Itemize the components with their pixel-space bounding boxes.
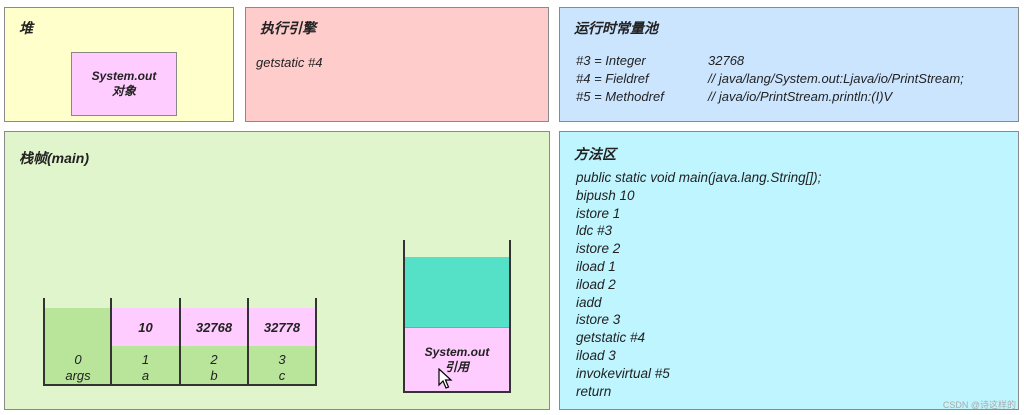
slot-index: 1 — [141, 352, 150, 367]
local-slot-label: 0 args — [45, 352, 111, 384]
table-border — [110, 298, 112, 386]
stack-frame-panel: 栈帧(main) 10 32768 32778 0 args 1 a 2 b 3… — [4, 131, 550, 410]
slot-name: b — [210, 368, 218, 383]
table-border — [43, 298, 45, 386]
method-area-panel: 方法区 public static void main(java.lang.St… — [559, 131, 1019, 410]
local-slot-index-bg — [111, 346, 316, 384]
stack-border — [403, 240, 405, 393]
table-border — [247, 298, 249, 386]
slot-index: 2 — [210, 352, 218, 367]
stack-frame-title: 栈帧(main) — [19, 150, 89, 166]
pool-entry-value: // java/io/PrintStream.println:(I)V — [708, 89, 893, 104]
object-name: System.out — [91, 69, 157, 83]
operand-type: 引用 — [444, 359, 469, 374]
heap-panel: 堆 System.out 对象 — [4, 7, 234, 122]
pool-entry-key: #5 = Methodref — [576, 89, 664, 104]
bytecode-line: iload 2 — [576, 276, 616, 292]
bytecode-line: istore 3 — [576, 312, 621, 328]
local-slot-label: 3 c — [248, 352, 316, 384]
bytecode-line: ldc #3 — [576, 223, 613, 239]
bytecode-line: iload 3 — [576, 347, 616, 363]
slot-index: 0 — [74, 352, 82, 367]
bytecode-line: public static void main(java.lang.String… — [576, 170, 822, 185]
local-slot-label: 2 b — [180, 352, 248, 384]
operand-value: System.out — [424, 344, 490, 359]
table-border — [179, 298, 181, 386]
bytecode-line: istore 2 — [576, 241, 621, 257]
operand-stack-top: System.out 引用 — [405, 327, 509, 391]
watermark: CSDN @诗这样的 — [942, 400, 1016, 410]
bytecode-line: istore 1 — [576, 205, 621, 221]
bytecode-line: iload 1 — [576, 258, 616, 274]
local-slot-label: 1 a — [111, 352, 180, 384]
bytecode-line: bipush 10 — [576, 187, 635, 203]
table-border — [315, 298, 317, 386]
engine-title: 执行引擎 — [260, 20, 316, 36]
system-out-object: System.out 对象 — [71, 52, 177, 116]
bytecode-line: return — [576, 383, 612, 399]
constant-pool-panel: 运行时常量池 #3 = Integer 32768 #4 = Fieldref … — [559, 7, 1019, 122]
slot-name: a — [141, 368, 150, 383]
table-border — [43, 384, 317, 386]
local-slot-value: 32768 — [180, 308, 248, 346]
local-slot-0-value — [45, 308, 111, 384]
bytecode-list: public static void main(java.lang.String… — [576, 169, 821, 400]
stack-border — [403, 391, 511, 393]
operand-stack-empty-slot — [405, 257, 509, 327]
heap-title: 堆 — [19, 20, 33, 36]
slot-index: 3 — [278, 352, 286, 367]
local-slot-value: 10 — [111, 308, 180, 346]
object-type: 对象 — [111, 84, 136, 98]
constant-pool-title: 运行时常量池 — [574, 20, 658, 36]
pool-entry-key: #4 = Fieldref — [576, 71, 649, 86]
slot-name: args — [65, 368, 91, 383]
engine-panel: 执行引擎 getstatic #4 — [245, 7, 549, 122]
slot-name: c — [278, 368, 286, 383]
local-slot-value: 32778 — [248, 308, 316, 346]
stack-border — [509, 240, 511, 393]
method-area-title: 方法区 — [574, 146, 616, 162]
bytecode-line: getstatic #4 — [576, 330, 646, 346]
pool-entry-value: 32768 — [708, 53, 745, 68]
pool-entry-value: // java/lang/System.out:Ljava/io/PrintSt… — [708, 71, 964, 86]
cursor-icon — [438, 368, 453, 389]
pool-entry-key: #3 = Integer — [576, 53, 646, 68]
bytecode-line: iadd — [576, 294, 602, 310]
current-instruction: getstatic #4 — [256, 55, 323, 70]
bytecode-line: invokevirtual #5 — [576, 365, 670, 381]
